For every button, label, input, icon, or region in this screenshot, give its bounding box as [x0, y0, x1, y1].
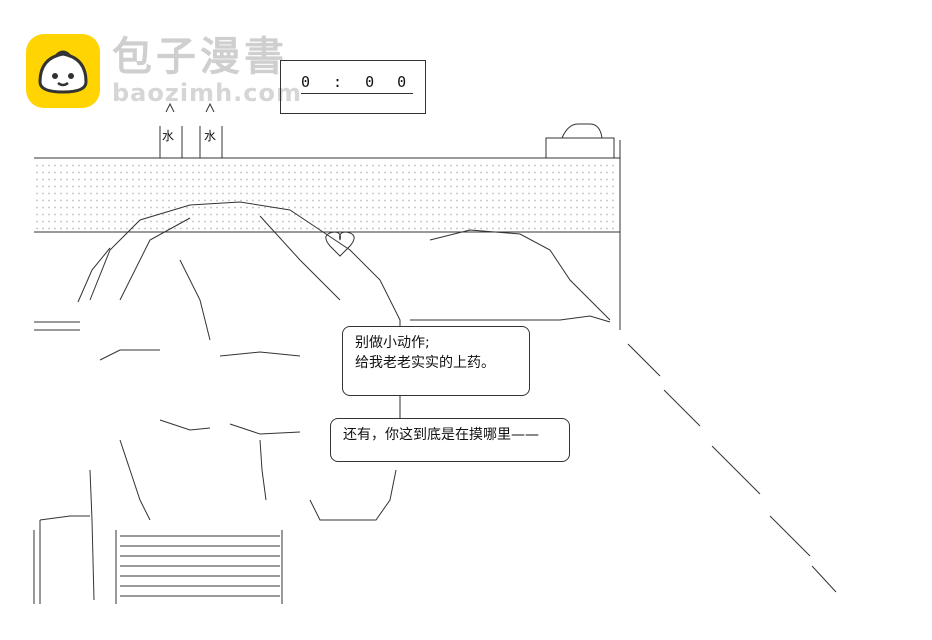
clock-box: 0 : 0 0 — [280, 60, 426, 114]
watermark-logo: 包子漫書 baozimh.com — [26, 34, 302, 108]
brand-name-en: baozimh.com — [112, 79, 302, 107]
tag-right-char: 水 — [204, 129, 216, 143]
clock-display: 0 : 0 0 — [301, 73, 414, 94]
dotted-wall — [34, 162, 618, 232]
tag-left-char: 水 — [162, 129, 174, 143]
speech-bubble-2: 还有，你这到底是在摸哪里—— — [330, 418, 570, 462]
speech-bubble-1: 别做小动作; 给我老老实实的上药。 — [342, 326, 530, 396]
brand-name-cn: 包子漫書 — [112, 34, 288, 80]
speech-bubble-1-line1: 别做小动作; — [355, 335, 430, 351]
speech-bubble-2-line1: 还有，你这到底是在摸哪里—— — [343, 427, 539, 443]
bun-mascot-icon — [26, 34, 100, 108]
speech-bubble-1-line2: 给我老老实实的上药。 — [355, 355, 495, 371]
